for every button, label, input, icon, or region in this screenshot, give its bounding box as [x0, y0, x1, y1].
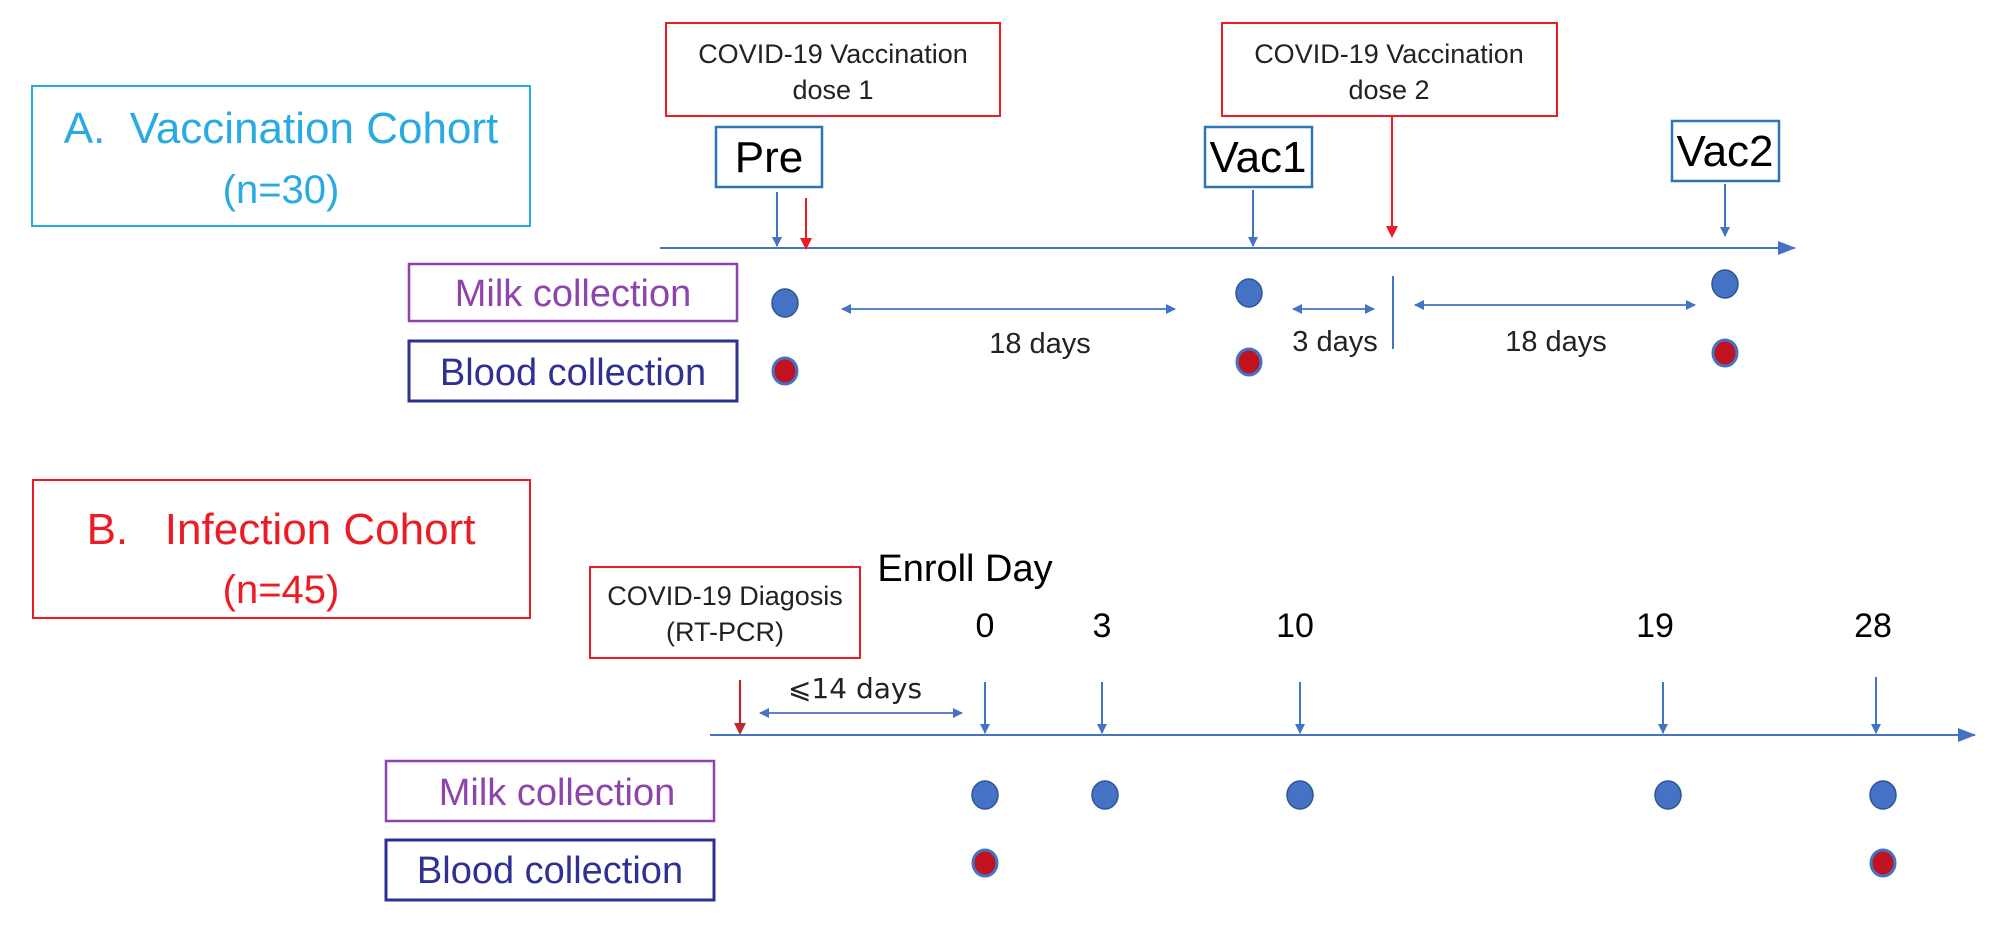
- milk-collection-box-a: [407, 262, 739, 323]
- diagnosis-box: [589, 566, 861, 659]
- milk-dot-day-10: [1286, 780, 1314, 810]
- enroll-day-label: Enroll Day: [877, 548, 1052, 590]
- timepoint-pre-label: Pre: [735, 133, 803, 182]
- blood-dot-day-28: [1869, 848, 1897, 878]
- panel-a-vaccination-cohort: A. Vaccination Cohort (n=30) COVID-19 Va…: [31, 22, 1796, 403]
- blood-dot-vac2: [1711, 338, 1739, 368]
- blood-collection-box-b: [384, 838, 716, 902]
- day-label-3: 3: [1093, 607, 1112, 645]
- day-label-28: 28: [1854, 607, 1892, 645]
- timepoint-pre-box: [714, 125, 824, 189]
- cohort-a-n: (n=30): [223, 168, 340, 212]
- blood-dot-day-0: [971, 848, 999, 878]
- milk-dot-day-28: [1869, 780, 1897, 810]
- dose-1-label-line2: dose 1: [792, 75, 873, 105]
- interval-label-dose2-vac2: 18 days: [1505, 326, 1607, 358]
- milk-dot-pre: [771, 288, 799, 318]
- dose-1-box: [665, 22, 1001, 117]
- timepoint-vac1-label: Vac1: [1209, 133, 1306, 182]
- interval-label-vac1-dose2: 3 days: [1292, 326, 1377, 358]
- milk-collection-label-b: Milk collection: [439, 772, 676, 814]
- cohort-b-title-box: [32, 479, 531, 619]
- blood-collection-label-b: Blood collection: [417, 850, 683, 892]
- interval-label-pre-vac1: 18 days: [989, 328, 1091, 360]
- dose-2-label-line1: COVID-19 Vaccination: [1254, 39, 1524, 69]
- milk-dot-day-19: [1654, 780, 1682, 810]
- timepoint-vac1-box: [1203, 125, 1314, 189]
- blood-collection-box-a: [407, 339, 739, 403]
- day-label-10: 10: [1276, 607, 1314, 645]
- timepoint-vac2-box: [1670, 119, 1781, 183]
- blood-collection-label-a: Blood collection: [440, 352, 706, 394]
- blood-dot-vac1: [1235, 347, 1263, 377]
- milk-dot-vac2: [1711, 269, 1739, 299]
- diagnosis-label-line1: COVID-19 Diagosis: [607, 581, 843, 611]
- timepoint-vac2-label: Vac2: [1676, 127, 1773, 176]
- cohort-b-n: (n=45): [223, 568, 340, 612]
- panel-b-infection-cohort: B. Infection Cohort (n=45) COVID-19 Diag…: [32, 479, 1976, 902]
- dose-1-label-line1: COVID-19 Vaccination: [698, 39, 968, 69]
- milk-collection-label-a: Milk collection: [455, 273, 692, 315]
- cohort-a-title: A. Vaccination Cohort: [64, 104, 499, 153]
- blood-dot-pre: [771, 356, 799, 386]
- interval-label-diagnosis-enroll: ⩽14 days: [788, 672, 922, 705]
- milk-dot-day-3: [1091, 780, 1119, 810]
- cohort-a-title-box: [31, 85, 531, 227]
- diagnosis-label-line2: (RT-PCR): [666, 617, 784, 647]
- milk-dot-vac1: [1235, 278, 1263, 308]
- day-label-19: 19: [1636, 607, 1674, 645]
- dose-2-label-line2: dose 2: [1348, 75, 1429, 105]
- dose-2-box: [1221, 22, 1558, 117]
- milk-collection-box-b: [384, 759, 716, 823]
- milk-dot-day-0: [971, 780, 999, 810]
- cohort-b-title: B. Infection Cohort: [87, 505, 476, 554]
- day-label-0: 0: [976, 607, 995, 645]
